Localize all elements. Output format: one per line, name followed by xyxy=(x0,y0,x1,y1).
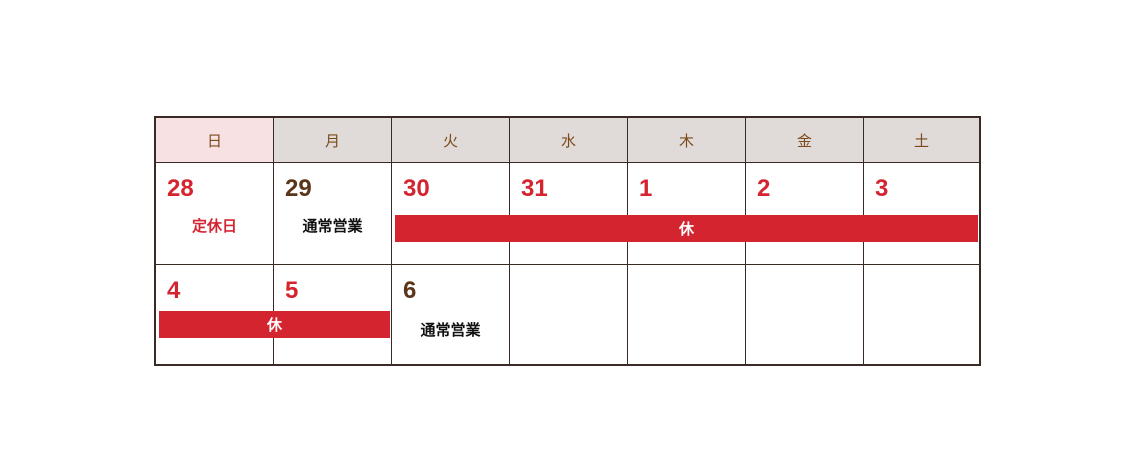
day-cell: 31 xyxy=(510,163,628,265)
day-note-open: 通常営業 xyxy=(302,217,363,235)
weekday-sun: 日 xyxy=(156,118,274,163)
day-number: 3 xyxy=(875,175,889,202)
day-cell: 3 xyxy=(864,163,979,265)
day-number: 6 xyxy=(403,277,417,304)
day-cell: 6 通常営業 xyxy=(392,265,510,364)
day-number: 28 xyxy=(167,175,194,202)
business-calendar: 日 月 火 水 木 金 土 28 定休日 29 通常営業 30 31 1 2 3… xyxy=(154,116,981,366)
day-cell-empty xyxy=(510,265,628,364)
day-cell: 2 xyxy=(746,163,864,265)
day-number: 5 xyxy=(285,277,299,304)
weekday-tue: 火 xyxy=(392,118,510,163)
day-number: 31 xyxy=(521,175,548,202)
day-cell: 28 定休日 xyxy=(156,163,274,265)
holiday-bar: 休 xyxy=(159,311,390,338)
weekday-fri: 金 xyxy=(746,118,864,163)
day-number: 30 xyxy=(403,175,430,202)
day-cell-empty xyxy=(746,265,864,364)
weekday-thu: 木 xyxy=(628,118,746,163)
weekday-mon: 月 xyxy=(274,118,392,163)
day-number: 2 xyxy=(757,175,771,202)
day-note-open: 通常営業 xyxy=(420,321,481,339)
day-number: 4 xyxy=(167,277,181,304)
day-cell: 29 通常営業 xyxy=(274,163,392,265)
holiday-bar: 休 xyxy=(395,215,978,242)
day-note-closed: 定休日 xyxy=(191,217,237,235)
day-cell-empty xyxy=(628,265,746,364)
weekday-wed: 水 xyxy=(510,118,628,163)
day-cell-empty xyxy=(864,265,979,364)
weekday-sat: 土 xyxy=(864,118,979,163)
day-cell: 1 xyxy=(628,163,746,265)
calendar-grid: 日 月 火 水 木 金 土 28 定休日 29 通常営業 30 31 1 2 3… xyxy=(156,118,979,364)
day-number: 1 xyxy=(639,175,653,202)
day-number: 29 xyxy=(285,175,312,202)
day-cell: 30 xyxy=(392,163,510,265)
